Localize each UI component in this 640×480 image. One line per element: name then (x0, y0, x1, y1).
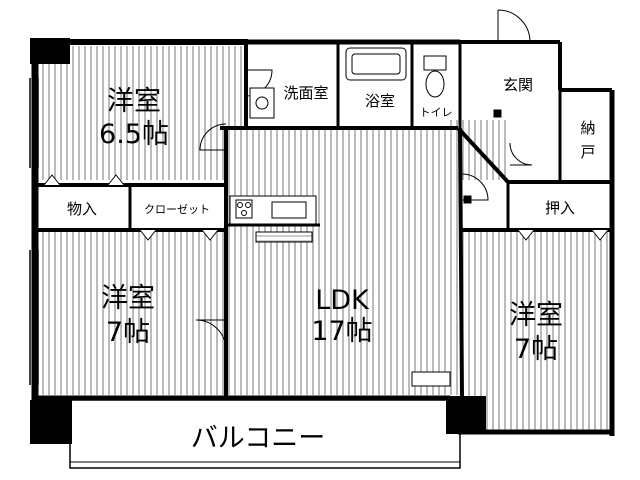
floor-ldk (226, 126, 458, 395)
room-label-closet-right: 押入 (545, 199, 575, 217)
room-label-shoe-cupboard-1: 納 (580, 119, 595, 137)
doors (195, 9, 533, 351)
room-label-ldk: LDK (315, 285, 370, 316)
room-size-western-bottom-left: 7帖 (106, 317, 150, 348)
room-label-storage-left: 物入 (67, 200, 97, 218)
room-size-western-right: 7帖 (514, 334, 558, 365)
room-label-bathroom: 浴室 (365, 92, 395, 110)
balcony: バルコニー (69, 399, 461, 469)
room-label-shoe-cupboard-2: 戸 (580, 143, 595, 161)
room-label-washroom: 洗面室 (283, 84, 328, 102)
room-label-western-right: 洋室 (509, 300, 563, 331)
room-label-toilet: トイレ (420, 106, 453, 119)
room-size-ldk: 17帖 (311, 316, 372, 347)
left-windows (29, 78, 39, 385)
columns (30, 38, 486, 444)
floor-western-right (463, 230, 613, 430)
toilet-fixture (423, 55, 447, 71)
walls (31, 39, 615, 440)
storage-mark (411, 371, 451, 387)
floor-western-top-left (40, 46, 246, 180)
room-label-closet: クローゼット (144, 203, 210, 216)
fixtures (229, 47, 502, 387)
room-size-western-top-left: 6.5帖 (99, 119, 169, 150)
room-labels: 洋室 6.5帖 物入 クローゼット 洋室 7帖 LDK 17帖 洗面室 浴室 ト… (67, 76, 596, 365)
room-label-western-bottom-left: 洋室 (101, 283, 155, 314)
room-label-western-top-left: 洋室 (107, 86, 161, 117)
closet-door-markers (43, 174, 609, 241)
balcony-label: バルコニー (191, 423, 325, 454)
room-label-entrance: 玄関 (503, 76, 533, 94)
floor-western-bottom-left (40, 230, 226, 395)
